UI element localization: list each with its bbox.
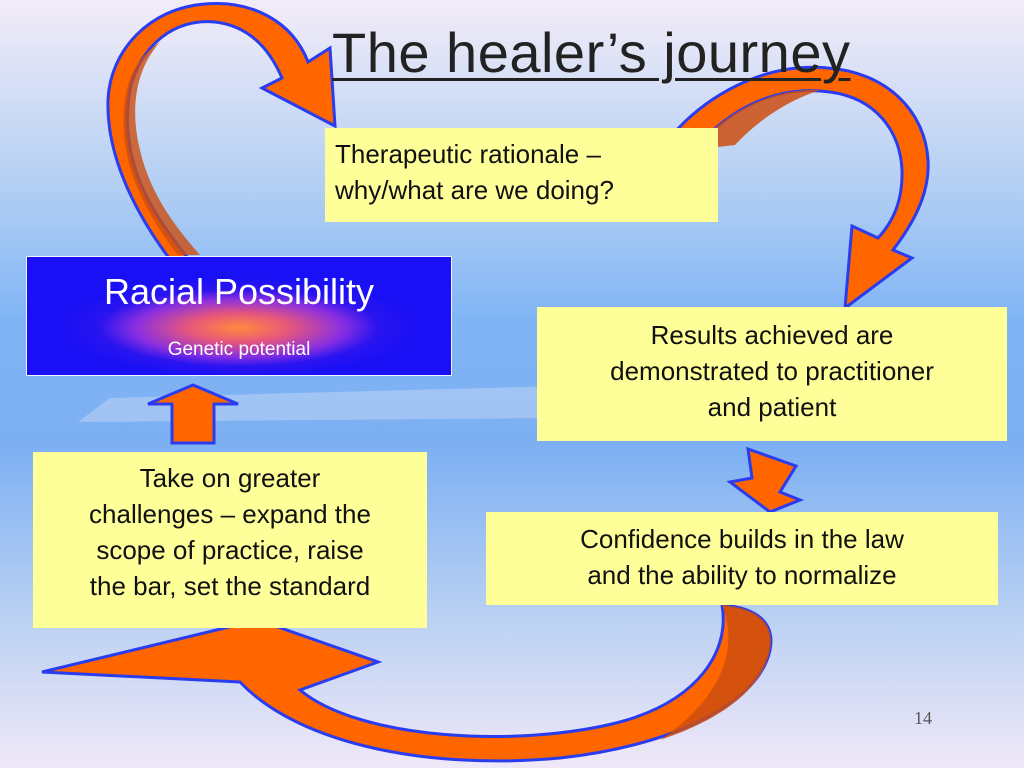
page-number: 14 (914, 708, 932, 728)
box-line: and the ability to normalize (587, 560, 897, 590)
box-line: and patient (707, 392, 837, 422)
greater-challenges-box: Take on greater challenges – expand the … (33, 452, 427, 628)
arrow-shadow (123, 42, 200, 255)
confidence-builds-box: Confidence builds in the law and the abi… (486, 512, 998, 605)
slide-title: The healer’s journey (332, 21, 851, 84)
arrow-racial-to-therapeutic (106, 2, 337, 264)
arrow-confidence-to-challenges (41, 603, 773, 763)
box-line: scope of practice, raise (96, 535, 364, 565)
box-line: challenges – expand the (89, 499, 371, 529)
box-line: Results achieved are (650, 320, 894, 350)
box-line: why/what are we doing? (335, 175, 614, 205)
results-achieved-box: Results achieved are demonstrated to pra… (537, 307, 1007, 441)
arrow-results-to-confidence (726, 446, 805, 514)
arrow-shadow (692, 89, 820, 150)
genetic-potential-label: Genetic potential (167, 339, 311, 360)
racial-possibility-box: Racial Possibility Genetic potential (26, 256, 452, 376)
box-line: Confidence builds in the law (580, 524, 904, 554)
box-line: Therapeutic rationale – (335, 139, 601, 169)
therapeutic-rationale-box: Therapeutic rationale – why/what are we … (325, 128, 718, 222)
box-line: demonstrated to practitioner (610, 356, 934, 386)
box-line: the bar, set the standard (89, 571, 371, 601)
arrow-challenges-to-racial (147, 383, 239, 445)
arrow-therapeutic-to-results (665, 65, 930, 312)
racial-possibility-title: Racial Possibility (103, 271, 375, 312)
arrow-shadow (660, 605, 771, 740)
box-line: Take on greater (139, 463, 321, 493)
